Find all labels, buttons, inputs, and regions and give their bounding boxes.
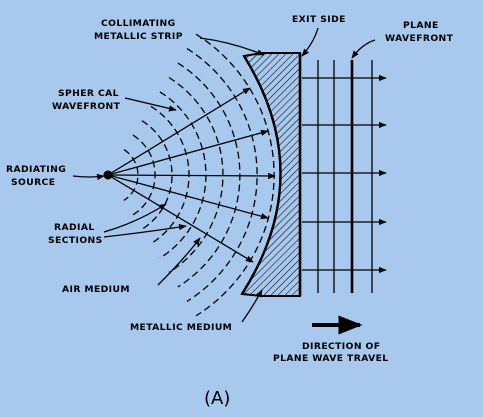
label-source-2: SOURCE — [11, 177, 55, 188]
leader-metallic — [241, 289, 263, 323]
leader-air — [157, 237, 201, 286]
leader-spherical — [124, 97, 177, 112]
label-air-medium: AIR MEDIUM — [62, 284, 130, 295]
wavefront-arc-3 — [141, 120, 173, 230]
radial-ray-1 — [107, 87, 251, 176]
label-radial-2: SECTIONS — [48, 235, 103, 246]
wavefront-arc-6 — [168, 76, 224, 274]
label-spherical-1: SPHER CAL — [58, 88, 119, 99]
label-radial-1: RADIAL — [54, 222, 95, 233]
leader-source — [72, 173, 105, 181]
label-direction-2: PLANE WAVE TRAVEL — [273, 353, 389, 364]
radial-ray-4 — [107, 174, 269, 220]
label-source-1: RADIATING — [6, 164, 66, 175]
label-spherical-2: WAVEFRONT — [52, 101, 121, 112]
radial-ray-2 — [107, 129, 269, 176]
label-direction-1: DIRECTION OF — [302, 341, 380, 352]
radial-ray-5 — [107, 174, 254, 263]
figure-caption: (A) — [204, 388, 230, 409]
leader-radial-1 — [103, 203, 167, 233]
wavefront-arc-7 — [177, 62, 241, 288]
radial-rays — [107, 87, 276, 263]
wavefront-arc-8 — [186, 48, 258, 302]
leader-exit-side — [301, 27, 319, 57]
radial-ray-3 — [107, 172, 276, 180]
label-plane-1: PLANE — [403, 20, 439, 31]
label-collimating-1: COLLIMATING — [101, 18, 176, 29]
label-metallic-medium: METALLIC MEDIUM — [130, 322, 232, 333]
label-exit-side: EXIT SIDE — [292, 14, 346, 25]
radiating-source-dot — [103, 170, 113, 180]
plane-wavefront-lines — [317, 60, 373, 293]
plane-wave-arrows — [302, 74, 387, 274]
leader-lines — [72, 27, 376, 323]
label-plane-2: WAVEFRONT — [385, 33, 454, 44]
leader-plane-wavefront — [351, 39, 376, 59]
label-collimating-2: METALLIC STRIP — [94, 31, 183, 42]
leader-collimating — [199, 37, 265, 56]
leader-radial-2 — [103, 224, 187, 238]
lens-concave-face — [240, 55, 282, 295]
